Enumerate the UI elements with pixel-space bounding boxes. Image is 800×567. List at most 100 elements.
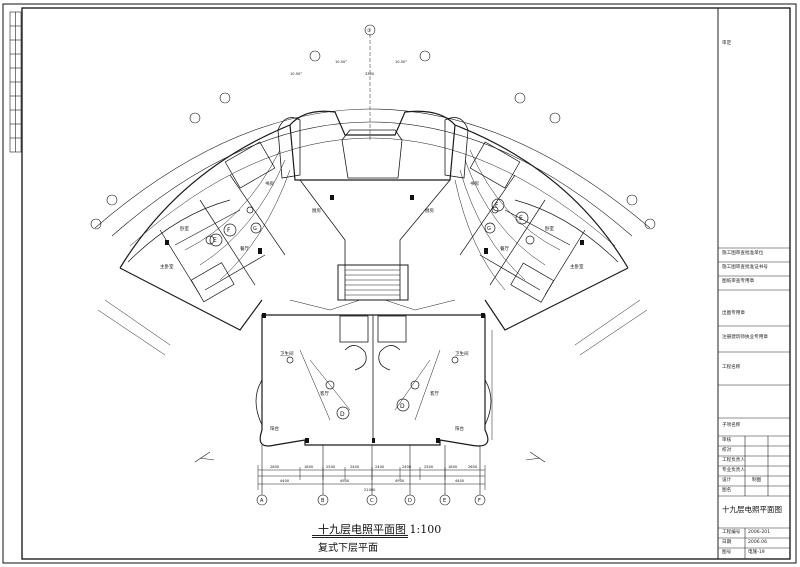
wall-right-wing	[484, 267, 629, 331]
bay-left	[255, 379, 263, 426]
tb-sign-review: 审核	[722, 438, 732, 443]
tb-sign-check: 校对	[722, 448, 732, 453]
room-name: 客厅	[320, 390, 329, 397]
grid-bubbles-radial	[90, 50, 656, 230]
tb-footer-value: 2006.06	[748, 540, 767, 545]
room-tag-label: G	[253, 226, 257, 232]
tb-footer-label: 工程编号	[722, 530, 741, 535]
room-name: 主卧室	[570, 263, 584, 270]
room-tag-label: D	[400, 403, 405, 410]
room-name: 阳台	[455, 425, 464, 432]
arc-dimension-text: 10.50°	[395, 60, 407, 64]
room-name: 客厅	[430, 390, 439, 397]
dimension-text: 4400	[280, 479, 290, 483]
arc-dimension-3	[129, 137, 616, 247]
room-name: 卫生间	[280, 350, 294, 357]
room-name: 书房	[265, 180, 274, 187]
tb-row-drawing-name: 图名	[722, 488, 732, 493]
dimension-text: 2600	[270, 465, 280, 469]
title-underline	[312, 535, 408, 536]
room-tag-label: D	[340, 411, 345, 418]
room-name: 卧室	[545, 225, 554, 232]
tb-row-issue-stamp: 出图专用章	[722, 311, 745, 316]
dimension-text: 2400	[402, 465, 412, 469]
drawing-title: 十九层电照平面图 1:100	[318, 523, 442, 536]
column-marks	[165, 195, 584, 443]
tb-sign-project-lead: 工程负责人	[722, 458, 745, 463]
room-name: 厨房	[425, 207, 434, 214]
dimension-text: 2400	[350, 465, 360, 469]
room-name: 餐厅	[240, 245, 249, 252]
room-tag-label: G	[487, 226, 491, 232]
tb-footer-value: 2006-201	[748, 530, 771, 535]
arc-dimension-text: 10.50°	[335, 60, 347, 64]
lower-block	[259, 314, 489, 447]
balcony-left	[127, 199, 231, 263]
top-bay	[341, 129, 403, 179]
grid-label-bottom: D	[408, 498, 412, 504]
tb-sign-design: 设计	[722, 478, 732, 483]
grid-bubbles-bottom	[256, 445, 486, 506]
plan-text: E E F F D D G G 客厅 客厅 餐厅 餐厅 主卧室 主卧室 厨房 厨…	[160, 28, 584, 504]
room-name: 主卧室	[160, 263, 174, 270]
dimension-text: 2400	[375, 465, 385, 469]
dimension-text: 2500	[424, 465, 434, 469]
tb-footer-value: 电施-19	[748, 550, 765, 555]
grid-label-bottom: B	[321, 498, 325, 504]
room-name: 卫生间	[455, 350, 469, 357]
title-block	[717, 8, 790, 559]
balcony-right	[514, 199, 619, 263]
dimension-text: 21000	[364, 488, 376, 492]
elevator-right	[377, 315, 407, 343]
outer-wall-left	[119, 124, 291, 269]
circuit-wiring	[184, 149, 561, 421]
arc-dimension-inner	[111, 121, 633, 237]
room-tag-label: F	[495, 202, 499, 209]
sheet-border-outer	[2, 3, 797, 564]
room-tag-label: F	[227, 227, 231, 234]
tb-row-review-cert: 施工图审查批准证书号	[722, 265, 768, 270]
room-tag-label: E	[213, 237, 217, 244]
tb-footer-label: 日期	[722, 540, 732, 545]
room-name: 餐厅	[500, 245, 509, 252]
room-name: 书房	[470, 180, 479, 187]
grid-label-bottom: C	[370, 498, 374, 504]
right-wing-rooms	[459, 141, 586, 303]
tb-row-approve: 审定	[722, 41, 732, 46]
dimension-text: 1800	[448, 465, 458, 469]
floor-plan	[90, 24, 656, 506]
tb-sign-draft: 制图	[752, 478, 762, 483]
light-fixtures	[205, 206, 535, 390]
dimension-text: 4900	[395, 479, 405, 483]
title-underline-2	[312, 537, 408, 538]
dimension-text: 4900	[340, 479, 350, 483]
arc-dimension-text: 10.50°	[290, 72, 302, 76]
arc-dimension-text: 3300	[365, 72, 375, 76]
outer-wall-right	[454, 124, 629, 269]
room-tag-label: E	[519, 215, 523, 222]
round-pod-right	[444, 117, 469, 179]
side-dimensions	[97, 299, 648, 440]
arc-dimension-outer	[94, 108, 651, 229]
tb-row-review-unit: 施工图审查批准单位	[722, 251, 764, 256]
bay-right	[484, 379, 492, 426]
dimension-text: 4400	[455, 479, 465, 483]
dimension-text: 2600	[468, 465, 478, 469]
room-name: 卧室	[180, 225, 189, 232]
stair-core	[337, 264, 409, 301]
room-tags	[209, 198, 529, 420]
section-markers	[194, 451, 546, 463]
round-pod-left	[277, 117, 301, 179]
grid-bubble-top	[364, 24, 376, 36]
sheet-border-inner	[21, 7, 791, 560]
top-tower	[289, 110, 456, 181]
bottom-dimensions	[257, 465, 486, 490]
drawing-subtitle: 复式下层平面	[318, 543, 378, 554]
tb-row-project: 工程名称	[722, 365, 741, 370]
grid-label-bottom: A	[260, 498, 264, 504]
room-name: 厨房	[312, 207, 321, 214]
tb-row-architect-stamp: 注册建筑师执业专用章	[722, 335, 768, 340]
tb-row-review-stamp: 图纸审查专用章	[722, 279, 755, 284]
stair-treads	[345, 269, 400, 296]
grid-label-bottom: E	[443, 498, 446, 504]
